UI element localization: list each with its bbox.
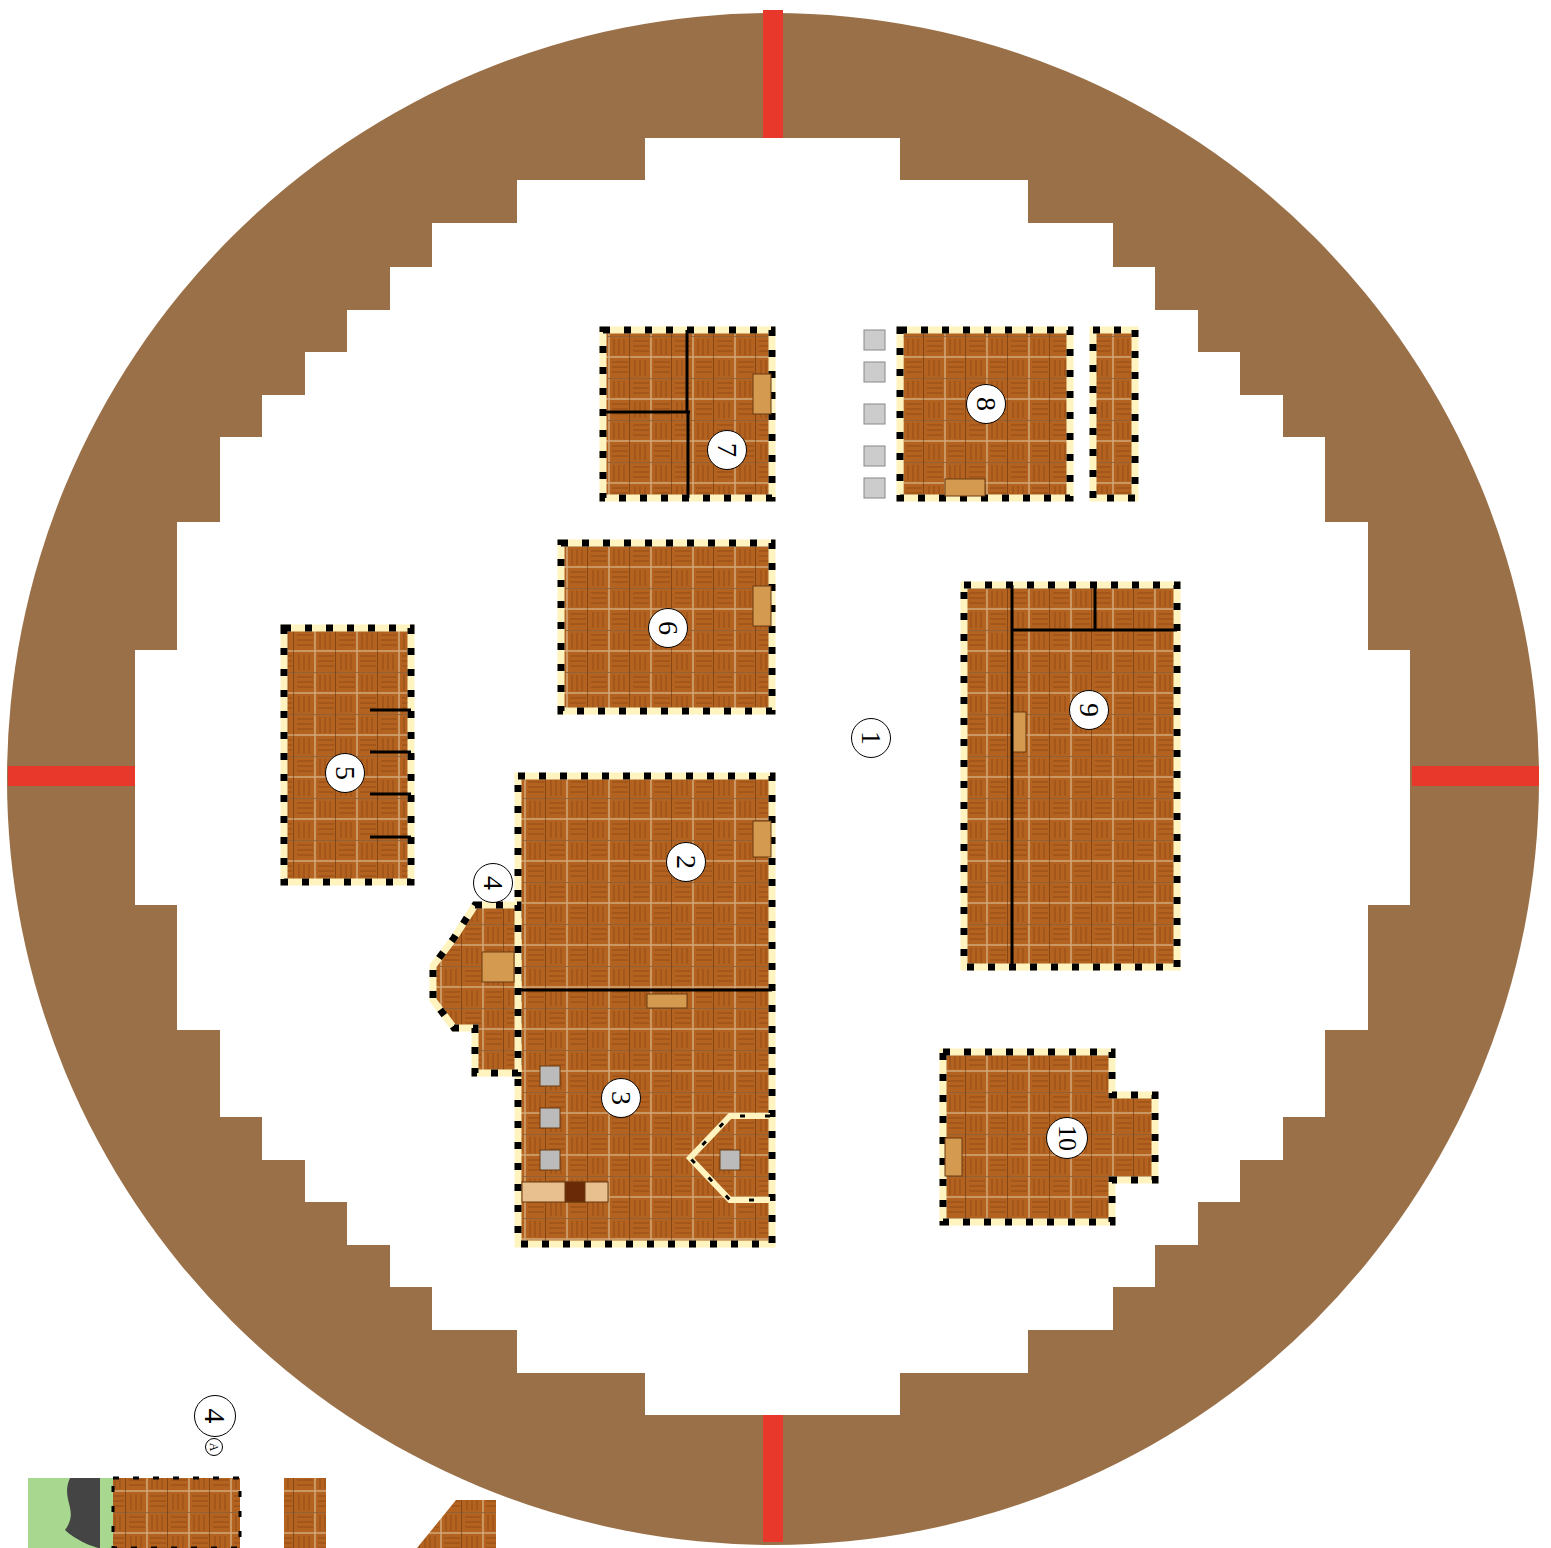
bottom-tiles [28, 1478, 496, 1548]
callout-number: 8 [966, 384, 1006, 424]
callout-number: 2 [666, 842, 706, 882]
buildings [284, 330, 1177, 1244]
callout-number: A [205, 1438, 223, 1456]
furniture [482, 374, 1026, 1202]
building-floor [964, 585, 1177, 967]
building-wall-posts [603, 330, 772, 498]
building-wall-posts [964, 585, 1177, 967]
building-floor [900, 330, 1070, 498]
building-floor [433, 905, 518, 1073]
callout-number: 6 [648, 608, 688, 648]
building-wall-posts [561, 543, 772, 711]
building-wall-posts [1093, 330, 1135, 498]
callout-number: 5 [325, 753, 365, 793]
barrels [864, 330, 885, 498]
callout-number: 10 [1046, 1117, 1088, 1159]
building-wall-posts [433, 905, 518, 1073]
callout-number: 7 [707, 430, 747, 470]
building-wall-posts [943, 1052, 1155, 1222]
callout-number: 4 [473, 863, 513, 903]
building-wall-posts [900, 330, 1070, 498]
building-floor [1093, 330, 1135, 498]
building-floor [284, 628, 411, 882]
walls [370, 330, 1177, 1200]
building-floor [943, 1052, 1155, 1222]
building-floor [518, 776, 772, 1244]
gate-marks [8, 10, 1539, 1542]
callout-number: 1 [851, 718, 891, 758]
inner-yard [135, 138, 1410, 1415]
callout-number: 9 [1069, 690, 1109, 730]
callout-number: 3 [601, 1078, 641, 1118]
building-floor [603, 330, 772, 498]
outer-ground [7, 13, 1539, 1545]
building-floor [561, 543, 772, 711]
callout-number: 4 [194, 1395, 236, 1437]
building-wall-posts [518, 776, 772, 1244]
building-wall-posts [284, 628, 411, 882]
